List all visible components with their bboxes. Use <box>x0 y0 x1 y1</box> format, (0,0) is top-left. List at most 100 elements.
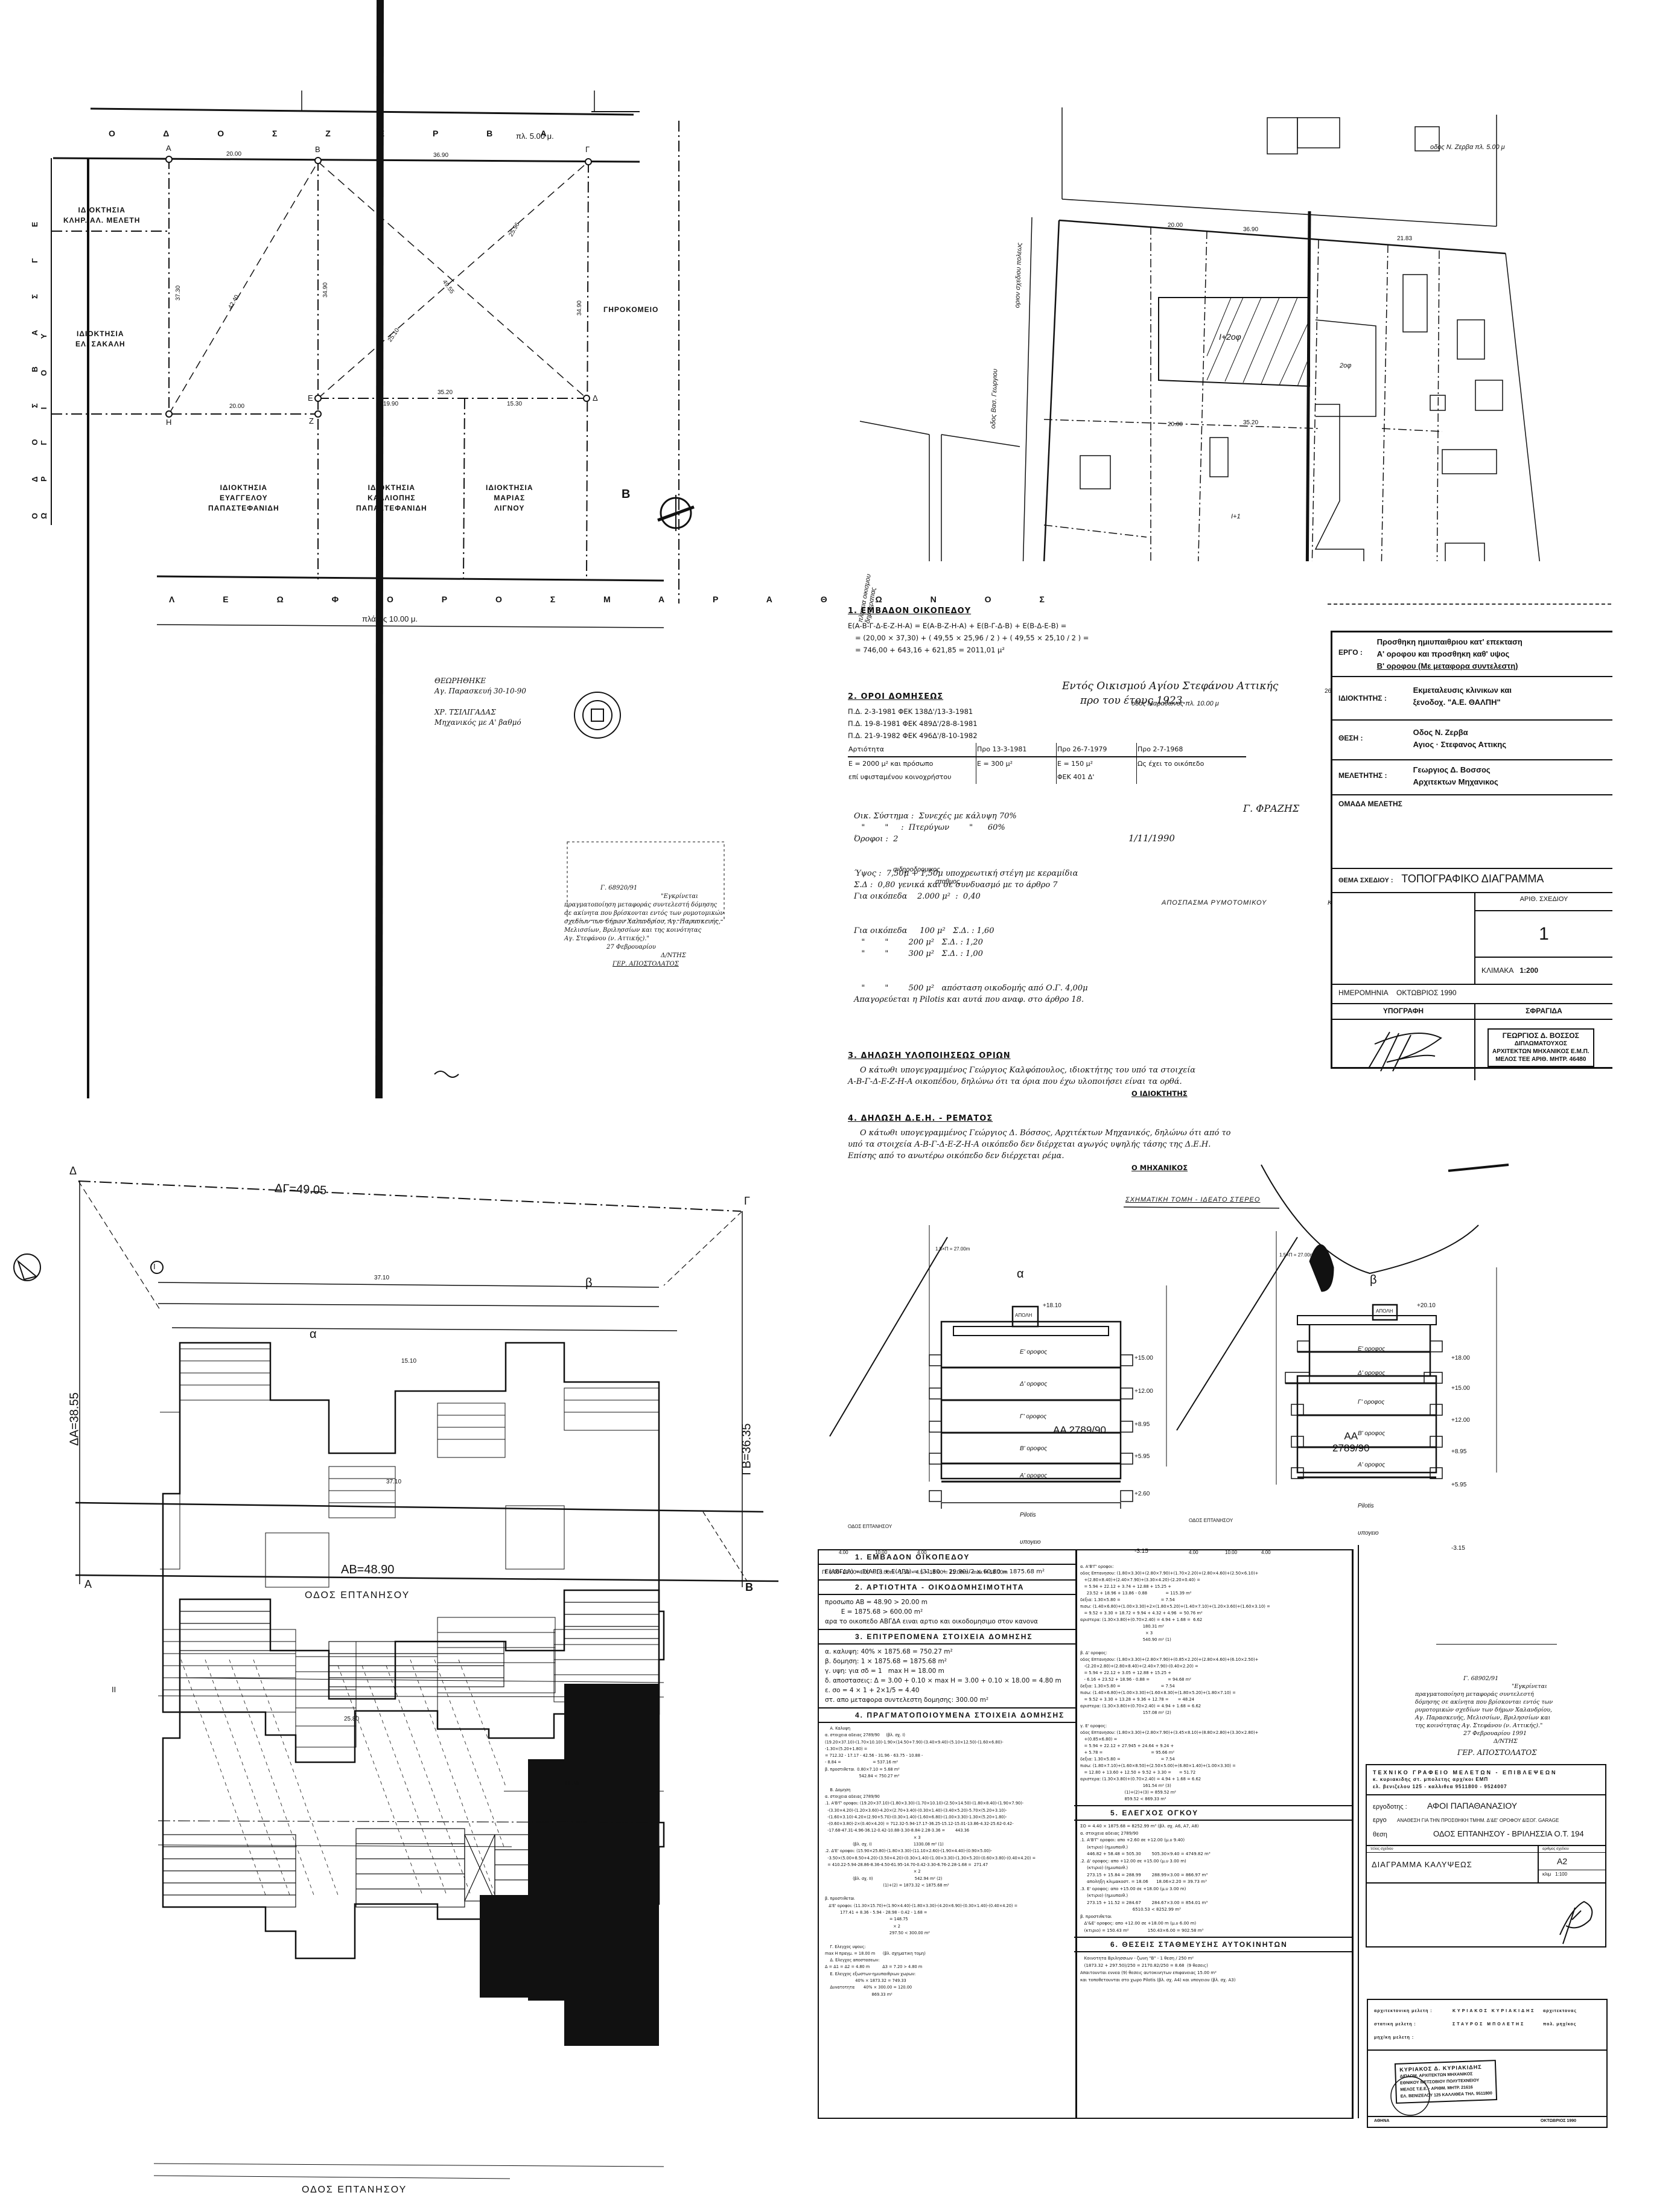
floor-label: Ε' οροφος <box>1020 1349 1048 1355</box>
street-label-alpha: ΟΔΟΣ ΕΠΤΑΝΗΣΟΥ <box>848 1524 892 1529</box>
right-frame-line <box>1358 1545 1359 2118</box>
section-beta-label: β <box>1370 1273 1377 1287</box>
coverage-dim-top: 37.10 <box>374 1275 390 1281</box>
urban-caption: ΑΠΟΣΠΑΣΜΑ ΡΥΜΟΤΟΜΙΚΟΥ <box>1162 899 1267 906</box>
decree-2: Π.Δ. 19-8-1981 ΦΕΚ 489Δ'/28-8-1981 <box>848 719 978 728</box>
owner-nursing-home: ΓΗΡΟΚΟΜΕΙΟ <box>603 305 659 314</box>
signature-icon <box>1559 1900 1593 1944</box>
floor-label: Δ' οροφος <box>1020 1381 1048 1387</box>
floor-label: Β' οροφος <box>1358 1430 1386 1437</box>
level-label: +8.95 <box>1451 1448 1467 1455</box>
stair-head-alpha: ΑΠΟΛΗ <box>1015 1313 1032 1318</box>
tb-blank-cell <box>1332 893 1475 984</box>
tb-location-label: ΘΕΣΗ : <box>1338 734 1363 742</box>
calc2-col2-body: α. Α'Β'Γ' οροφοι: οδος Επτανησου: (1.80×… <box>1080 1564 1270 1801</box>
td: επί υφισταμένου κοινοχρήστου <box>848 771 976 784</box>
calc2-s1-title: 1. ΕΜΒΑΔΟΝ ΟΙΚΟΠΕΔΟΥ <box>819 1550 1075 1565</box>
level-label: +5.95 <box>1451 1482 1467 1488</box>
tb-sign-body: ΓΕΩΡΓΙΟΣ Δ. ΒΟΣΣΟΣ ΔΙΠΛΩΜΑΤΟΥΧΟΣ ΑΡΧΙΤΕΚ… <box>1332 1020 1612 1080</box>
tb2-title-row: τιτλος σχεδιου ΔΙΑΓΡΑΜΜΑ ΚΑΛΥΨΕΩΣ αριθμο… <box>1367 1846 1605 1884</box>
urban-street-marathonos: οδος Μαραθωνος πλ. 10.00 μ <box>1131 700 1219 707</box>
tb2-signature-area <box>1367 1884 1605 1962</box>
floor-label: Pilotis <box>1358 1503 1374 1509</box>
td: Ε = 2000 μ² και πρόσωπο <box>848 757 976 771</box>
point-E: Ε <box>308 393 314 403</box>
dim-DA: ΔΑ=38.55 <box>68 1392 81 1446</box>
tb2-title-label: τιτλος σχεδιου <box>1367 1846 1538 1853</box>
coverage-plan2-top: 25.80 <box>344 1716 360 1722</box>
floor-label: Γ' οροφος <box>1358 1399 1385 1406</box>
tb-owner-label: ΙΔΙΟΚΤΗΤΗΣ : <box>1338 694 1387 702</box>
td <box>976 771 1057 784</box>
tb-theme-label: ΘΕΜΑ ΣΧΕΔΙΟΥ : <box>1338 877 1393 884</box>
coverage-linework <box>13 1180 779 2179</box>
tb-number-value: 1 <box>1475 911 1612 958</box>
coverage-dim-alpha: 15.10 <box>401 1358 417 1365</box>
floor-label: Α' οροφος <box>1020 1473 1048 1479</box>
td: ΦΕΚ 401 Δ' <box>1056 771 1137 784</box>
tb2-place-value: ΟΔΟΣ ΕΠΤΑΝΗΣΟΥ - ΒΡΙΛΗΣΣΙΑ Ο.Τ. 194 <box>1433 1829 1584 1838</box>
tb2-city: ΑΘΗΝΑ <box>1374 2119 1390 2123</box>
tb2-footer: ΑΘΗΝΑ ΟΚΤΩΒΡΙΟΣ 1990 <box>1368 2116 1606 2125</box>
tb2-credits: αρχιτεκτονικη μελετη :ΚΥΡΙΑΚΟΣ ΚΥΡΙΑΚΙΔΗ… <box>1368 2000 1606 2051</box>
plot-area-formula-1: Ε(Α-Β-Γ-Δ-Ε-Ζ-Η-Α) = Ε(Α-Β-Ζ-Η-Α) + Ε(Β-… <box>848 622 1067 630</box>
calc2-s3-body: α. καλυψη: 40% × 1875.68 = 750.27 m² β. … <box>825 1648 1061 1704</box>
power-text-2: υπό τα στοιχεία Α-Β-Γ-Δ-Ε-Ζ-Η-Α οικόπεδο… <box>848 1140 1211 1149</box>
tb-signature <box>1332 1020 1475 1080</box>
envelope-alpha: 1.5×Π = 27.00m <box>935 1246 970 1252</box>
title-block-credits: αρχιτεκτονικη μελετη :ΚΥΡΙΑΚΟΣ ΚΥΡΙΑΚΙΔΗ… <box>1367 1999 1608 2128</box>
street-eptanisou-2: ΟΔΟΣ ΕΠΤΑΝΗΣΟΥ <box>302 2185 407 2195</box>
section-beta: β <box>585 1276 593 1290</box>
th-completeness: Αρτιότητα <box>848 743 976 757</box>
urban-plan-extract: οδος Ν. Ζερβα πλ. 5.00 μ οδος Μαραθωνος … <box>833 91 1680 906</box>
urban-dim-BG: 36.90 <box>1243 226 1259 233</box>
dim-a1: 10.00 <box>875 1550 888 1555</box>
tb2-place-label: θεση <box>1373 1831 1387 1838</box>
calculation-sheet-2: 1. ΕΜΒΑΔΟΝ ΟΙΚΟΠΕΔΟΥ Ε(ΑΒΓΔΑ) = Ε(ΑΒΓ) +… <box>818 1549 1077 2119</box>
calc2-s1-body: Ε(ΑΒΓΔΑ) = Ε(ΑΒΓ) + Ε(ΑΓΔ) = (31.80 + 29… <box>825 1568 1045 1575</box>
urban-station-l2: σταθμος <box>935 878 960 885</box>
urban-dim-AB: 20.00 <box>1168 222 1183 229</box>
section-alpha-label: α <box>1017 1267 1024 1281</box>
corner-G: Γ <box>744 1195 750 1207</box>
dim-a0: 4.00 <box>839 1550 848 1555</box>
calc2-s2-title: 2. ΑΡΤΙΟΤΗΤΑ - ΟΙΚΟΔΟΜΗΣΙΜΟΤΗΤΑ <box>819 1579 1075 1595</box>
building-rules: Οικ. Σύστημα : Συνεχές με κάλυψη 70% " "… <box>854 812 1088 1004</box>
boundaries-text-1: Ο κάτωθι υπογεγραμμένος Γεώργιος Καλφόπο… <box>860 1066 1196 1075</box>
tb-number-label: ΑΡΙΘ. ΣΧΕΔΙΟΥ <box>1475 893 1612 911</box>
dim-D-mid: 15.30 <box>507 401 523 407</box>
street-label-beta: ΟΔΟΣ ΕΠΤΑΝΗΣΟΥ <box>1189 1518 1233 1523</box>
plot-area-formula-2: = (20,00 × 37,30) + ( 49,55 × 25,96 / 2 … <box>855 634 1089 642</box>
street-label-marathonos: Λ Ε Ω Φ Ο Ρ Ο Σ Μ Α Ρ Α Θ Ω Ν Ο Σ <box>169 594 1068 604</box>
plan-II-mark: ΙΙ <box>112 1685 116 1694</box>
tb2-stamp-area: ΚΥΡΙΑΚΟΣ Δ. ΚΥΡΙΑΚΙΔΗΣ ΔΙΠΛΩΜ. ΑΡΧΙΤΕΚΤΩ… <box>1368 2051 1606 2116</box>
th-pre-1979: Προ 26-7-1979 <box>1056 743 1137 757</box>
street-width-top: πλ. 5.00 μ. <box>516 132 554 141</box>
tb2-date: ΟΚΤΩΒΡΙΟΣ 1990 <box>1540 2119 1576 2123</box>
tb-project-label: ΕΡΓΟ : <box>1338 648 1363 657</box>
floor-label: υπογειο <box>1020 1539 1041 1546</box>
section-boundaries-title: 3. ΔΗΛΩΣΗ ΥΛΟΠΟΙΗΣΕΩΣ ΟΡΙΩΝ <box>848 1051 1011 1060</box>
section-linework <box>829 1164 1509 1509</box>
section-alpha: α <box>310 1328 317 1341</box>
level-label: +12.00 <box>1451 1417 1470 1424</box>
floor-label: Δ' οροφος <box>1358 1370 1386 1377</box>
corner-A: Α <box>84 1578 92 1590</box>
level-label: +8.95 <box>1134 1421 1150 1428</box>
calc2-s6-title: 6. ΘΕΣΕΙΣ ΣΤΑΘΜΕΥΣΗΣ ΑΥΤΟΚΙΝΗΤΩΝ <box>1074 1937 1352 1952</box>
corner-D: Δ <box>69 1165 77 1177</box>
tb-team-label: ΟΜΑΔΑ ΜΕΛΕΤΗΣ <box>1338 800 1402 808</box>
annotation2-rule <box>1436 1644 1557 1645</box>
dim-DG: ΔΓ=49.05 <box>274 1182 327 1197</box>
dim-BZ: 34.90 <box>322 282 329 298</box>
urban-note-i1: Ι+1 <box>1231 513 1241 520</box>
topographic-linework <box>51 0 725 1099</box>
